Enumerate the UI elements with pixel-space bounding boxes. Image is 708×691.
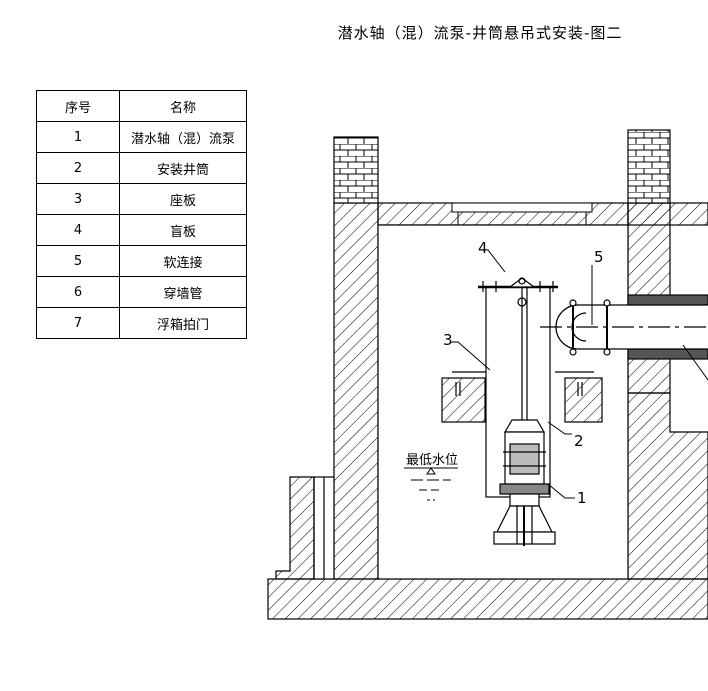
callout-well: 2 <box>574 432 584 450</box>
callout-pump: 1 <box>577 489 587 507</box>
row-number: 3 <box>36 183 120 215</box>
row-name: 安装井筒 <box>119 152 247 184</box>
header-name: 名称 <box>119 90 247 122</box>
header-number: 序号 <box>36 90 120 122</box>
brick-walls <box>333 129 671 204</box>
callout-blind-plate: 4 <box>478 239 488 257</box>
row-number: 5 <box>36 245 120 277</box>
table-header-row: 序号 名称 <box>36 90 247 122</box>
row-name: 盲板 <box>119 214 247 246</box>
row-number: 2 <box>36 152 120 184</box>
row-name: 座板 <box>119 183 247 215</box>
pump <box>493 419 556 546</box>
support-beams <box>441 371 603 423</box>
table-row: 4 盲板 <box>36 214 247 246</box>
row-number: 6 <box>36 276 120 308</box>
table-row: 1 潜水轴（混）流泵 <box>36 121 247 153</box>
leader-lines <box>451 249 708 499</box>
slab-opening <box>451 202 593 225</box>
callout-seat-plate: 3 <box>443 331 453 349</box>
drawing-title: 潜水轴（混）流泵-井筒悬吊式安装-图二 <box>337 24 623 42</box>
blind-plate <box>478 277 558 420</box>
callout-flex-joint: 5 <box>594 248 604 266</box>
table-row: 5 软连接 <box>36 245 247 277</box>
table-row: 3 座板 <box>36 183 247 215</box>
row-number: 7 <box>36 307 120 339</box>
row-name: 浮箱拍门 <box>119 307 247 339</box>
water-level-label: 最低水位 <box>406 453 458 468</box>
row-number: 1 <box>36 121 120 153</box>
row-name: 潜水轴（混）流泵 <box>119 121 247 153</box>
water-level-marker: 最低水位 <box>404 453 458 501</box>
table-row: 7 浮箱拍门 <box>36 307 247 339</box>
table-row: 2 安装井筒 <box>36 152 247 184</box>
parts-table: 序号 名称 1 潜水轴（混）流泵 2 安装井筒 3 座板 4 盲板 5 软连接 … <box>36 90 247 339</box>
discharge-pipe <box>540 294 708 360</box>
